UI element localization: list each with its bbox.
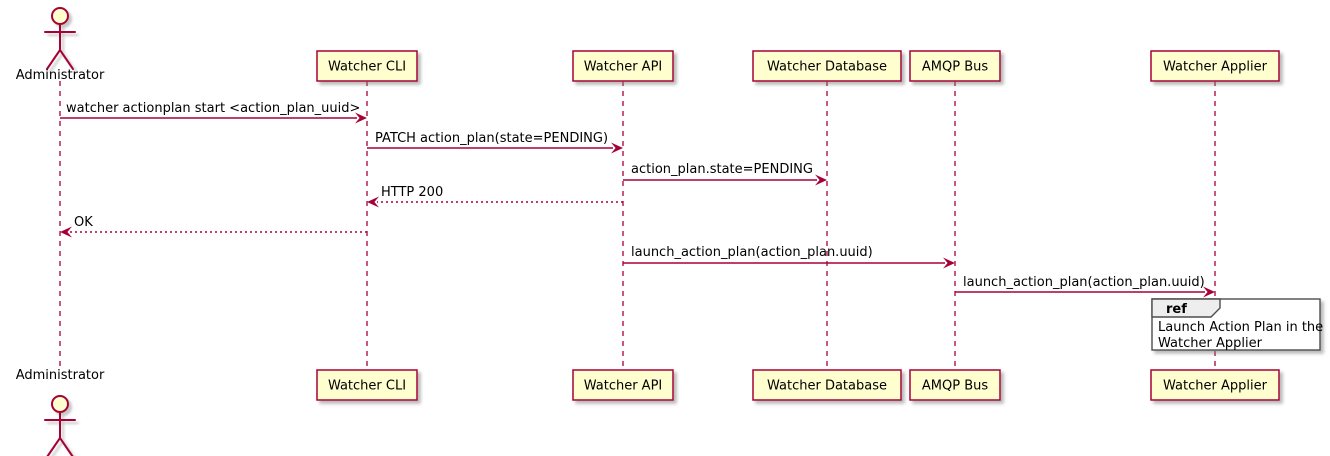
message-label: HTTP 200 bbox=[381, 185, 443, 200]
message-label: action_plan.state=PENDING bbox=[631, 162, 813, 177]
message-arrowhead bbox=[943, 257, 955, 269]
participant-watcher-database-bottom[interactable]: Watcher Database bbox=[752, 369, 902, 401]
message-arrowhead bbox=[1203, 286, 1215, 298]
participant-box[interactable] bbox=[1150, 50, 1280, 82]
participant-watcher-api-top[interactable]: Watcher API bbox=[572, 50, 674, 82]
message-arrowhead bbox=[355, 112, 367, 124]
actor-administrator-bottom: Administrator bbox=[16, 368, 105, 456]
message-label: PATCH action_plan(state=PENDING) bbox=[375, 131, 608, 146]
participant-label: Watcher CLI bbox=[328, 379, 406, 394]
participant-watcher-api-bottom[interactable]: Watcher API bbox=[572, 369, 674, 401]
ref-tab-label: ref bbox=[1166, 302, 1187, 317]
message-label: watcher actionplan start <action_plan_uu… bbox=[66, 101, 360, 116]
participant-box[interactable] bbox=[572, 369, 674, 401]
participant-label: Watcher Applier bbox=[1163, 379, 1268, 394]
message-2: PATCH action_plan(state=PENDING) bbox=[367, 131, 623, 154]
participant-watcher-applier-bottom[interactable]: Watcher Applier bbox=[1150, 369, 1280, 401]
participant-amqp-bus-top[interactable]: AMQP Bus bbox=[909, 50, 1001, 82]
actor-figure bbox=[44, 395, 76, 456]
participant-watcher-cli-bottom[interactable]: Watcher CLI bbox=[316, 369, 418, 401]
actor-leg-left bbox=[46, 49, 61, 70]
participant-box[interactable] bbox=[316, 369, 418, 401]
participant-box[interactable] bbox=[909, 50, 1001, 82]
ref-tab bbox=[1151, 298, 1221, 318]
participant-box[interactable] bbox=[1150, 369, 1280, 401]
message-3: action_plan.state=PENDING bbox=[623, 162, 827, 186]
participant-amqp-bus-bottom[interactable]: AMQP Bus bbox=[909, 369, 1001, 401]
message-arrowhead bbox=[611, 142, 623, 154]
participant-watcher-cli-top[interactable]: Watcher CLI bbox=[316, 50, 418, 82]
participant-label: Watcher Applier bbox=[1163, 60, 1268, 75]
ref-body-line: Launch Action Plan in the bbox=[1158, 320, 1323, 335]
participant-label: Watcher Database bbox=[767, 379, 887, 394]
actor-figure bbox=[44, 7, 76, 70]
participant-label: Watcher API bbox=[584, 60, 663, 75]
actor-leg-left bbox=[46, 437, 61, 456]
participant-box[interactable] bbox=[752, 50, 902, 82]
participant-label: Watcher API bbox=[584, 379, 663, 394]
message-5: OK bbox=[60, 215, 367, 238]
actor-head-icon bbox=[51, 7, 69, 25]
participant-watcher-applier-top[interactable]: Watcher Applier bbox=[1150, 50, 1280, 82]
lifelines-group bbox=[59, 81, 1216, 370]
message-1: watcher actionplan start <action_plan_uu… bbox=[60, 101, 367, 124]
participant-box[interactable] bbox=[909, 369, 1001, 401]
message-label: OK bbox=[74, 215, 93, 230]
participant-label: AMQP Bus bbox=[922, 379, 988, 394]
participant-label: AMQP Bus bbox=[922, 60, 988, 75]
participant-label: Watcher CLI bbox=[328, 60, 406, 75]
message-label: launch_action_plan(action_plan.uuid) bbox=[631, 245, 873, 260]
message-4: HTTP 200 bbox=[367, 185, 623, 208]
message-arrowhead bbox=[60, 226, 72, 238]
message-6: launch_action_plan(action_plan.uuid) bbox=[623, 245, 955, 269]
actor-label-administrator: Administrator bbox=[16, 368, 105, 383]
participant-box[interactable] bbox=[572, 50, 674, 82]
message-7: launch_action_plan(action_plan.uuid) bbox=[955, 275, 1215, 298]
message-arrowhead bbox=[367, 196, 379, 208]
actor-leg-right bbox=[59, 437, 74, 456]
actor-leg-right bbox=[59, 49, 74, 70]
message-label: launch_action_plan(action_plan.uuid) bbox=[963, 275, 1205, 290]
participant-watcher-database-top[interactable]: Watcher Database bbox=[752, 50, 902, 82]
messages-group: watcher actionplan start <action_plan_uu… bbox=[60, 101, 1215, 298]
actor-administrator-top: Administrator bbox=[16, 7, 105, 83]
message-arrowhead bbox=[815, 174, 827, 186]
participant-box[interactable] bbox=[316, 50, 418, 82]
participant-box[interactable] bbox=[752, 369, 902, 401]
participant-label: Watcher Database bbox=[767, 60, 887, 75]
ref-body-line: Watcher Applier bbox=[1158, 336, 1263, 351]
actor-head-icon bbox=[51, 395, 69, 413]
actor-label-administrator: Administrator bbox=[16, 68, 105, 83]
